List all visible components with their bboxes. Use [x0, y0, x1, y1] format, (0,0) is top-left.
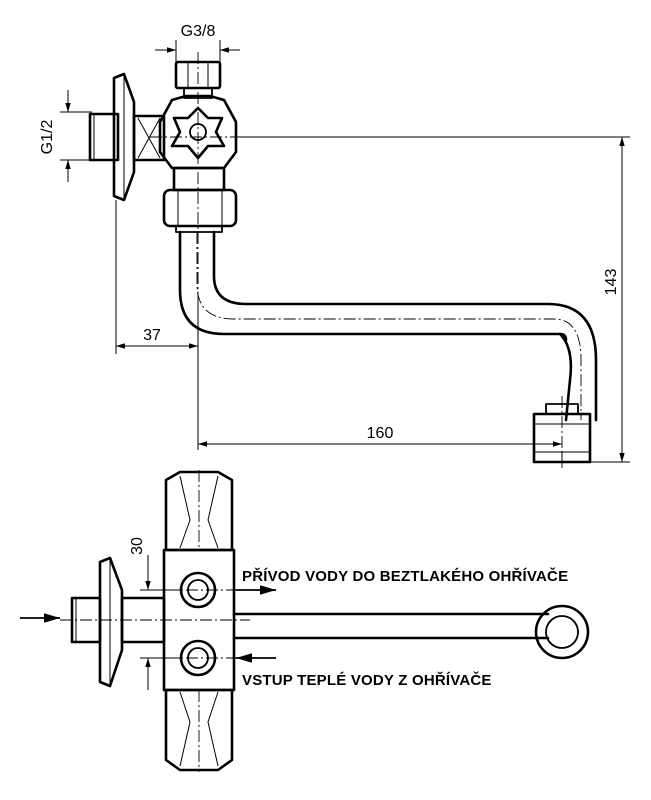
dim-g38-label: G3/8 — [181, 23, 216, 40]
dim-160: 160 — [198, 425, 563, 462]
dim-30-label: 30 — [129, 537, 146, 555]
dim-37-label: 37 — [143, 327, 161, 344]
side-view: G3/8 G1/2 — [39, 23, 630, 470]
inlet-stub — [88, 112, 120, 162]
dim-37: 37 — [115, 200, 199, 450]
dim-143: 143 — [236, 136, 630, 463]
wall-rosette — [112, 72, 136, 202]
port-lower — [146, 639, 250, 677]
spout-top — [232, 604, 590, 660]
top-view: 30 PŘÍVOD VODY DO BEZTLAKÉHO OHŘÍVAČE VS… — [20, 470, 590, 772]
dim-g38: G3/8 — [155, 23, 240, 72]
dim-143-label: 143 — [603, 269, 620, 296]
dim-30: 30 — [129, 537, 180, 690]
dim-g12-label: G1/2 — [39, 120, 56, 155]
lower-nut — [162, 166, 238, 233]
dim-g12: G1/2 — [39, 90, 92, 182]
top-rosette — [98, 556, 124, 688]
dim-160-label: 160 — [367, 425, 394, 442]
body-connector — [132, 114, 166, 162]
handle-lobe-top[interactable] — [164, 470, 234, 552]
handle-lobe-bottom[interactable] — [164, 688, 234, 772]
spout-pipe — [178, 230, 598, 422]
label-supply-to-heater: PŘÍVOD VODY DO BEZTLAKÉHO OHŘÍVAČE — [242, 567, 568, 585]
label-hot-water-inlet: VSTUP TEPLÉ VODY Z OHŘÍVAČE — [242, 671, 492, 689]
